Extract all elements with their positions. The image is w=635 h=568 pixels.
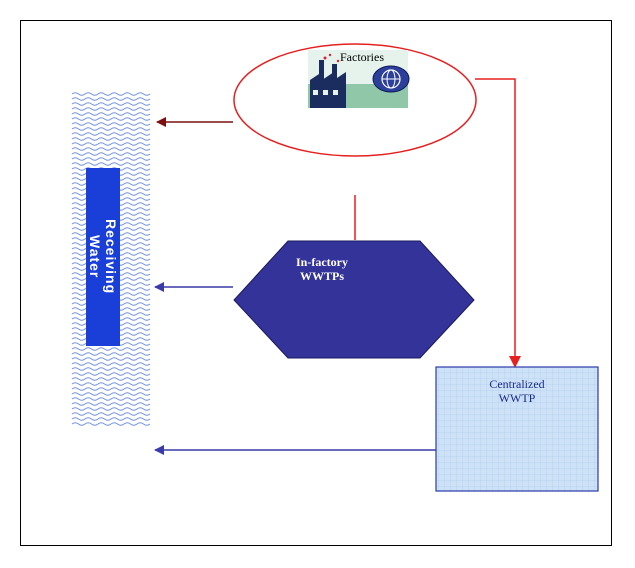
water-wave-line: [71, 402, 151, 406]
water-wave-line: [71, 407, 151, 411]
water-wave-line: [71, 352, 151, 356]
water-wave-line: [71, 412, 151, 416]
water-wave-line: [71, 347, 151, 351]
water-wave-line: [71, 372, 151, 376]
in-factory-hexagon: [233, 240, 475, 359]
water-wave-line: [71, 152, 151, 156]
water-wave-line: [71, 92, 151, 96]
arrow-factories-to-central: [475, 78, 521, 368]
water-wave-line: [71, 117, 151, 121]
water-wave-line: [71, 142, 151, 146]
water-wave-line: [71, 387, 151, 391]
in-factory-wwtps-label: In-factory WWTPs: [296, 255, 348, 283]
water-wave-line: [71, 127, 151, 131]
water-wave-line: [71, 137, 151, 141]
water-wave-line: [71, 417, 151, 421]
factories-label: Factories: [340, 50, 384, 64]
receiving-water-label: Receiving Water: [87, 219, 119, 295]
centralized-wwtp-box: [435, 366, 599, 492]
water-wave-line: [71, 162, 151, 166]
diagram-frame: [20, 20, 612, 546]
water-wave-line: [71, 132, 151, 136]
water-wave-line: [71, 97, 151, 101]
water-wave-line: [71, 112, 151, 116]
receiving-water-band: [86, 168, 120, 346]
water-wave-line: [71, 362, 151, 366]
water-wave-line: [71, 107, 151, 111]
water-wave-line: [71, 422, 151, 426]
centralized-wwtp-label: Centralized WWTP: [489, 377, 545, 405]
water-wave-line: [71, 392, 151, 396]
water-wave-line: [71, 157, 151, 161]
water-wave-line: [71, 367, 151, 371]
water-wave-line: [71, 382, 151, 386]
water-wave-line: [71, 102, 151, 106]
water-wave-line: [71, 357, 151, 361]
water-wave-line: [71, 122, 151, 126]
water-wave-line: [71, 377, 151, 381]
water-wave-line: [71, 397, 151, 401]
water-wave-line: [71, 147, 151, 151]
globe-icon: [372, 65, 410, 93]
